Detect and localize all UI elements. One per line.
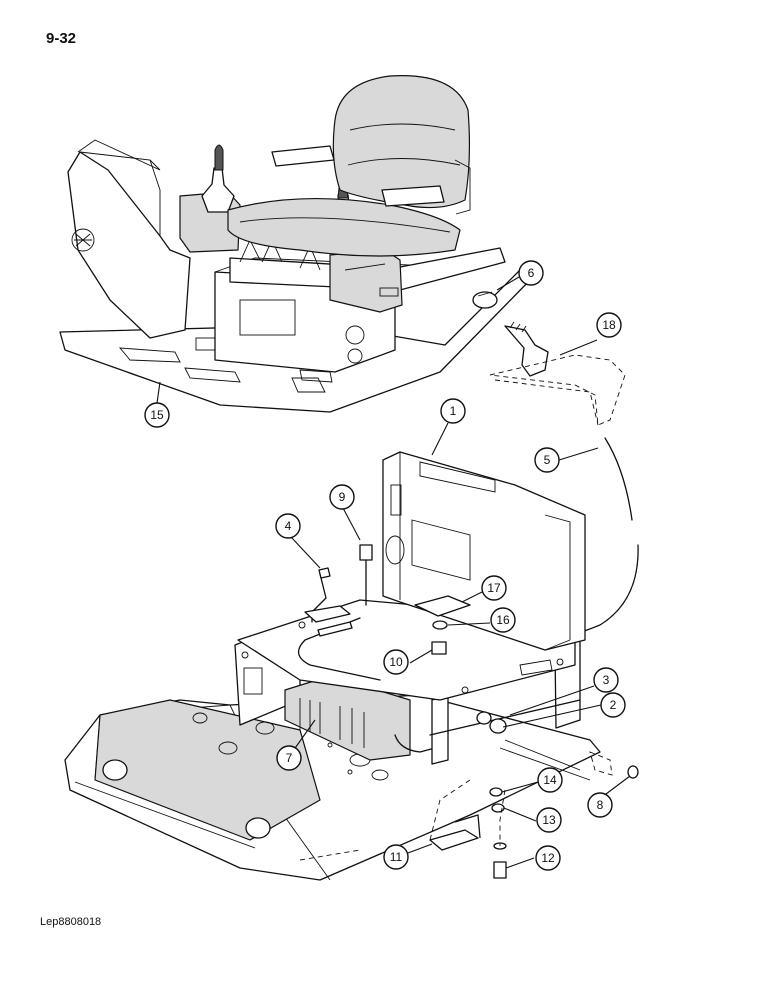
callout-18-label: 18 (602, 318, 616, 332)
callout-3-label: 3 (603, 673, 610, 687)
callout-4: 4 (275, 513, 301, 539)
leader-lines (156, 276, 631, 869)
callout-9: 9 (329, 484, 355, 510)
callout-13-label: 13 (542, 813, 556, 827)
callout-14-label: 14 (543, 773, 557, 787)
callout-1-label: 1 (450, 404, 457, 418)
callout-2: 2 (600, 692, 626, 718)
callout-6: 6 (518, 260, 544, 286)
callout-10: 10 (383, 649, 409, 675)
callout-6-label: 6 (528, 266, 535, 280)
callout-12: 12 (535, 845, 561, 871)
seat-assembly-illustration (59, 75, 549, 413)
callout-3: 3 (593, 667, 619, 693)
cover-bracket-illustration (489, 354, 626, 426)
callout-12-label: 12 (541, 851, 555, 865)
callout-5-label: 5 (544, 453, 551, 467)
callout-11: 11 (383, 844, 409, 870)
cable-upper-segment (604, 437, 633, 521)
callout-9-label: 9 (339, 490, 346, 504)
callout-14: 14 (537, 767, 563, 793)
callout-15-label: 15 (150, 408, 164, 422)
callout-7: 7 (276, 745, 302, 771)
callout-10-label: 10 (389, 655, 403, 669)
callout-18: 18 (596, 312, 622, 338)
callout-16-label: 16 (496, 613, 510, 627)
callout-13: 13 (536, 807, 562, 833)
figure-reference: Lep8808018 (40, 916, 102, 928)
callout-7-label: 7 (286, 751, 293, 765)
callout-17-label: 17 (487, 581, 501, 595)
callout-5: 5 (534, 447, 560, 473)
callout-8-label: 8 (597, 798, 604, 812)
callout-15: 15 (144, 402, 170, 428)
callout-11-label: 11 (390, 850, 403, 864)
callout-2-label: 2 (610, 698, 617, 712)
console-frame-illustration (64, 451, 639, 881)
page-number: 9-32 (46, 30, 77, 47)
callout-17: 17 (481, 575, 507, 601)
callout-8: 8 (587, 792, 613, 818)
callout-1: 1 (440, 398, 466, 424)
callout-16: 16 (490, 607, 516, 633)
callout-4-label: 4 (285, 519, 292, 533)
